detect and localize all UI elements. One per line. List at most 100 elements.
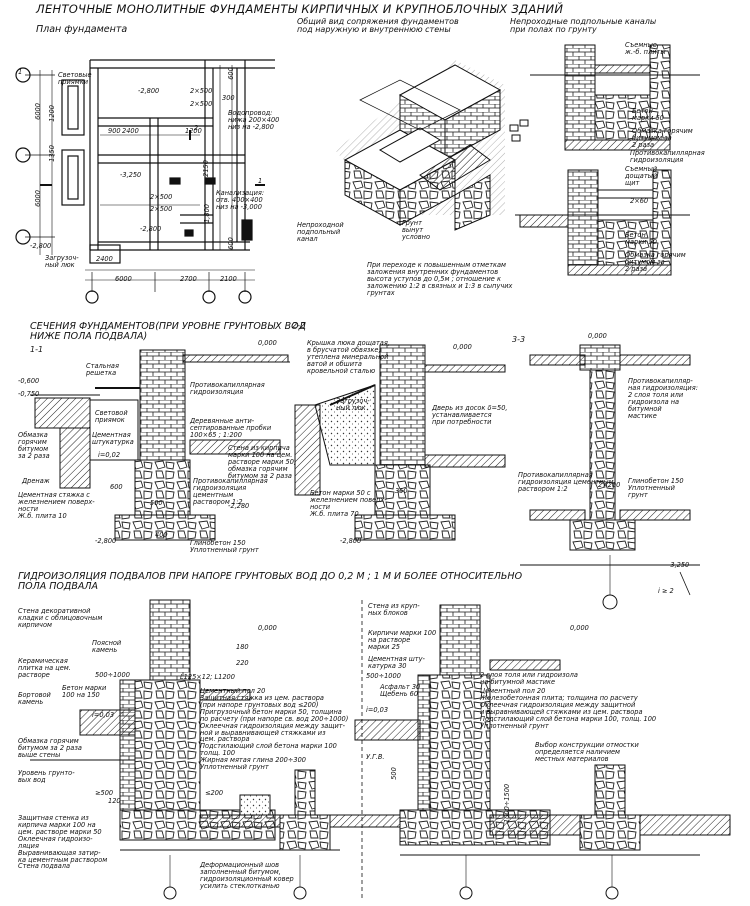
sec-clay-concrete-2: Глинобетон 150 Уплотненный грунт bbox=[628, 477, 684, 499]
sec-level-zero: 0,000 bbox=[588, 332, 607, 340]
plan-light-pits-label: Световые приямки bbox=[58, 71, 92, 86]
sec-grate: Стальная решетка bbox=[86, 362, 119, 377]
sec-level-zero: 0,000 bbox=[258, 339, 277, 347]
plan-dim: 2400 bbox=[96, 255, 113, 263]
canal-details bbox=[515, 44, 700, 276]
canal-concrete-label: Бетон марки 50 bbox=[632, 107, 664, 122]
wp-tile: Керамическая плитка на цем. растворе bbox=[18, 657, 71, 679]
sec-level: -3,250 bbox=[668, 561, 690, 569]
sec-capillary-1: Противокапиллярная гидроизоляция bbox=[190, 381, 265, 396]
plan-dim: 900 bbox=[108, 127, 121, 135]
iso-canal-label: Непроходной подпольный канал bbox=[297, 221, 344, 243]
wp-dim: 180 bbox=[236, 643, 249, 651]
section-1-1-label: 1-1 bbox=[30, 345, 44, 354]
canal-capillary-label: Противокапиллярная гидроизоляция bbox=[630, 149, 705, 164]
wp-dim: 500÷1000 bbox=[95, 671, 130, 679]
canal-plates-label: Съемные ж.-б. плиты bbox=[625, 41, 666, 56]
sec-hatch: Загрузоч- ный люк bbox=[336, 397, 370, 412]
iso-ground-label: Грунт вынут условно bbox=[402, 219, 431, 241]
plan-heading: План фундамента bbox=[36, 24, 128, 35]
sec-bitumen: Обмазка горячим битумом за 2 раза bbox=[18, 431, 50, 460]
plan-dim: 600 bbox=[226, 237, 235, 250]
sec-slope: i=0,02 bbox=[98, 451, 121, 459]
plan-dim: 6000 bbox=[33, 190, 42, 207]
sec-level: -2,280 bbox=[228, 502, 250, 510]
wp-asphalt: Асфальт 30 Щебень 60 bbox=[380, 683, 421, 698]
page-title: ЛЕНТОЧНЫЕ МОНОЛИТНЫЕ ФУНДАМЕНТЫ КИРПИЧНЫ… bbox=[36, 2, 564, 16]
wp-belt-stone: Поясной камень bbox=[92, 639, 122, 654]
iso-heading: Общий вид сопряжения фундаментов под нар… bbox=[297, 17, 459, 35]
wp-floor-layers-2: Цементный пол 20 Железобетонная плита; т… bbox=[480, 687, 657, 730]
waterproof-row bbox=[30, 599, 731, 900]
canals-heading: Непроходные подпольные каналы при полах … bbox=[510, 17, 657, 35]
sec-door: Дверь из досок δ=50, устанавливается при… bbox=[432, 404, 508, 426]
sec-dim: 500 bbox=[150, 499, 163, 507]
wp-water-level: Уровень грунто- вых вод bbox=[18, 769, 75, 784]
foundation-plan bbox=[15, 59, 275, 304]
plan-dim: 300 bbox=[222, 94, 235, 102]
wp-joint: Деформационный шов заполненный битумом, … bbox=[200, 861, 294, 890]
sec-concrete50: Бетон марки 50 с железнением поверх- нос… bbox=[310, 489, 387, 518]
wp-dim: 220 bbox=[236, 659, 249, 667]
plan-section-mark: 1 bbox=[18, 68, 23, 76]
wp-curb: Бортовой камень bbox=[18, 691, 51, 706]
plan-dim: 2×500 bbox=[150, 193, 173, 201]
sec-clay-concrete: Глинобетон 150 Уплотненный грунт bbox=[190, 539, 259, 554]
plan-dim: 2×500 bbox=[190, 100, 213, 108]
sec-wall: Стена из кирпича марки 100 на цем. раств… bbox=[228, 444, 297, 480]
sec-light-pit: Световой приямок bbox=[95, 409, 128, 424]
sec-level: -2,800 bbox=[340, 537, 362, 545]
wp-angle: L125×12; L1200 bbox=[180, 673, 235, 681]
canal-dim: 2×60 bbox=[630, 197, 649, 205]
wp-block-wall: Стена из круп- ных блоков bbox=[368, 602, 420, 617]
plan-dim: 6000 bbox=[115, 275, 132, 283]
canal-bitumen-label: Обмазка горячим битумом за 2 раза bbox=[632, 127, 693, 149]
sec-dim: 350 bbox=[395, 487, 408, 495]
sec-screed: Цементная стяжка с железнением поверх- н… bbox=[18, 491, 95, 520]
canal-bitumen2-label: Обмазка горячим битумом за 2 раза bbox=[625, 251, 686, 273]
iso-note: При переходе к повышенным отметкам залож… bbox=[367, 261, 513, 297]
section-3-3-label: 3-3 bbox=[512, 335, 526, 344]
plan-dim: 600 bbox=[226, 67, 235, 80]
sec-plaster: Цементная штукатурка bbox=[92, 431, 134, 446]
wp-plaster: Цементная шту- катурка 30 bbox=[368, 655, 425, 670]
sec-drainage: Дренаж bbox=[22, 477, 50, 485]
plan-sewer-label: Канализация: отв. 400×400 низ на -3,000 bbox=[216, 189, 265, 211]
sec-hatch-lid: Крышка люка дощатая, в брусчатой обвязке… bbox=[307, 339, 390, 375]
wp-deco-wall: Стена декоративной кладки с облицовочным… bbox=[18, 607, 103, 629]
wp-slope: i=0,03 bbox=[92, 711, 115, 719]
canal-concrete2-label: Бетон марки 50 bbox=[625, 231, 657, 246]
plan-dim: 1,800 bbox=[202, 204, 211, 223]
plan-section-mark: 1 bbox=[258, 177, 263, 185]
wp-brick: Кирпичи марки 100 на растворе марки 25 bbox=[368, 629, 437, 651]
wp-dim: 500 bbox=[389, 767, 398, 780]
wp-dim: 500÷1000 bbox=[366, 672, 401, 680]
wp-slope: i=0,03 bbox=[366, 706, 389, 714]
plan-dim: 6000 bbox=[33, 103, 42, 120]
plan-dim: 2700 bbox=[180, 275, 197, 283]
sections-row bbox=[30, 344, 700, 610]
waterproof-heading: ГИДРОИЗОЛЯЦИЯ ПОДВАЛОВ ПРИ НАПОРЕ ГРУНТО… bbox=[18, 571, 523, 592]
plan-dim: 2×500 bbox=[150, 205, 173, 213]
sec-level: -0,600 bbox=[18, 377, 40, 385]
plan-dim: 2×500 bbox=[190, 87, 213, 95]
plan-section-mark: 2 bbox=[194, 124, 199, 132]
isometric-view bbox=[335, 60, 529, 231]
wp-bitumen: Обмазка горячим битумом за 2 раза выше с… bbox=[18, 737, 82, 759]
sec-level-zero: 0,000 bbox=[453, 343, 472, 351]
plan-dim: 2400 bbox=[122, 127, 139, 135]
wp-tar-layers: 2 слоя толя или гидроизола на битумной м… bbox=[480, 671, 578, 686]
plan-level-b: -2,800 bbox=[140, 225, 162, 233]
sec-dim: 2×200 bbox=[598, 481, 621, 489]
sec-dim: 600 bbox=[110, 483, 123, 491]
section-2-2-label: 2-2 bbox=[292, 321, 306, 330]
plan-dim: 1350 bbox=[47, 145, 56, 162]
plan-dim: 2150 bbox=[201, 160, 210, 177]
plan-dim: 1200 bbox=[47, 105, 56, 122]
sec-dim: 400 bbox=[155, 531, 168, 539]
wp-dim: 120 bbox=[108, 797, 121, 805]
plan-hatch-label: Загрузоч- ный люк bbox=[45, 254, 79, 269]
plan-water-label: Водопровод: нижа 200×400 низ на -2,800 bbox=[228, 109, 280, 131]
plan-level-d: -3,250 bbox=[120, 171, 142, 179]
